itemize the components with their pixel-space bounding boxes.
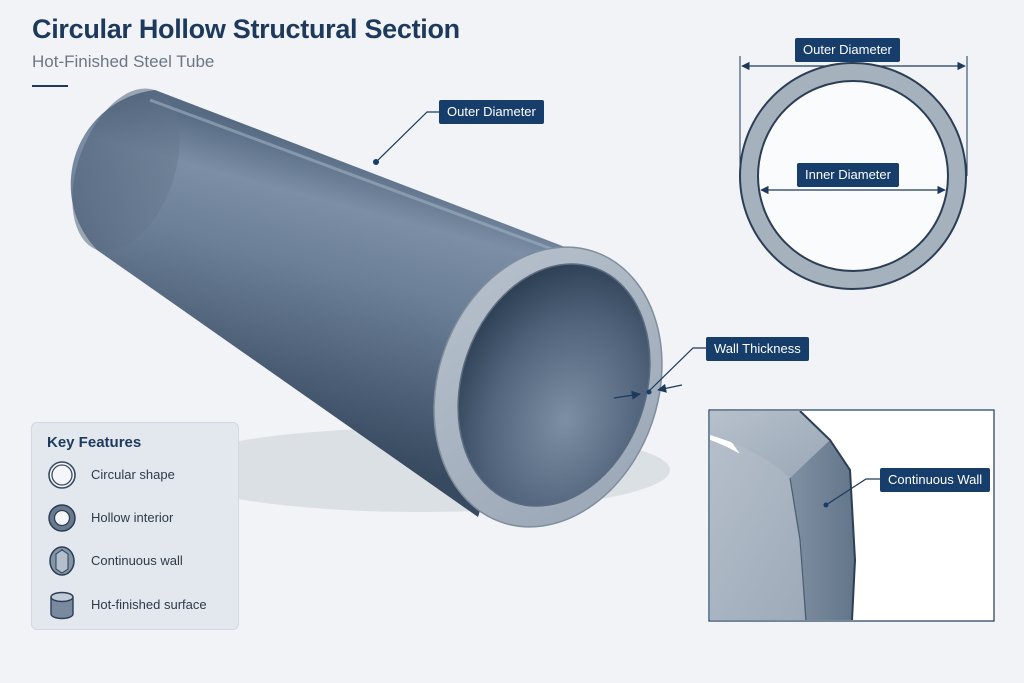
detail-outer-edge bbox=[799, 411, 857, 620]
steel-tube-illustration bbox=[70, 88, 670, 528]
tube-rear-end bbox=[72, 88, 180, 252]
continuous-wall-marker-dot bbox=[823, 502, 829, 508]
key-features-panel: Key Features Circular shape Hollow inter… bbox=[31, 422, 239, 630]
wall-detail-panel bbox=[708, 409, 995, 622]
page-subtitle: Hot-Finished Steel Tube bbox=[32, 52, 215, 71]
continuous-wall-leader-line bbox=[825, 478, 880, 506]
feature-item-circular-shape: Circular shape bbox=[46, 459, 236, 491]
tube-top-highlight bbox=[149, 98, 561, 254]
cross-section-inner-diameter-label: Inner Diameter bbox=[797, 163, 899, 187]
outer-diameter-marker-dot bbox=[373, 159, 379, 165]
wall-thickness-callout: Wall Thickness bbox=[706, 337, 809, 361]
feature-label: Hollow interior bbox=[91, 510, 174, 525]
tube-bore bbox=[457, 263, 651, 507]
cross-section-outer-edge bbox=[739, 62, 967, 290]
title-underline bbox=[32, 85, 68, 87]
thick-ring-icon bbox=[48, 504, 76, 532]
detail-wall-edge bbox=[789, 477, 807, 620]
cylinder-icon bbox=[50, 591, 74, 620]
page-title: Circular Hollow Structural Section bbox=[32, 14, 460, 44]
feature-label: Continuous wall bbox=[91, 553, 183, 568]
wall-thickness-arrow-right bbox=[657, 383, 683, 393]
detail-frame-border bbox=[708, 409, 995, 622]
feature-label: Circular shape bbox=[91, 467, 175, 482]
continuous-wall-callout: Continuous Wall bbox=[880, 468, 991, 492]
ring-icon bbox=[48, 461, 76, 489]
wall-thickness-arrow-left bbox=[613, 390, 641, 400]
cross-section-ring bbox=[740, 63, 966, 289]
detail-wall-face-main bbox=[710, 411, 830, 478]
outer-diameter-callout: Outer Diameter bbox=[439, 100, 544, 124]
wall-thickness-leader-line bbox=[648, 347, 706, 392]
wall-thickness-marker-dot bbox=[646, 389, 652, 395]
cross-section-outer-diameter-label: Outer Diameter bbox=[795, 38, 900, 62]
detail-wall-bevel bbox=[790, 440, 855, 620]
feature-item-hot-finished-surface: Hot-finished surface bbox=[46, 589, 236, 621]
outer-diameter-leader-line bbox=[375, 111, 440, 163]
key-features-heading: Key Features bbox=[47, 434, 142, 451]
feature-item-continuous-wall: Continuous wall bbox=[46, 545, 236, 577]
feature-label: Hot-finished surface bbox=[91, 597, 207, 612]
wall-section-icon bbox=[49, 546, 75, 576]
feature-item-hollow-interior: Hollow interior bbox=[46, 502, 236, 534]
